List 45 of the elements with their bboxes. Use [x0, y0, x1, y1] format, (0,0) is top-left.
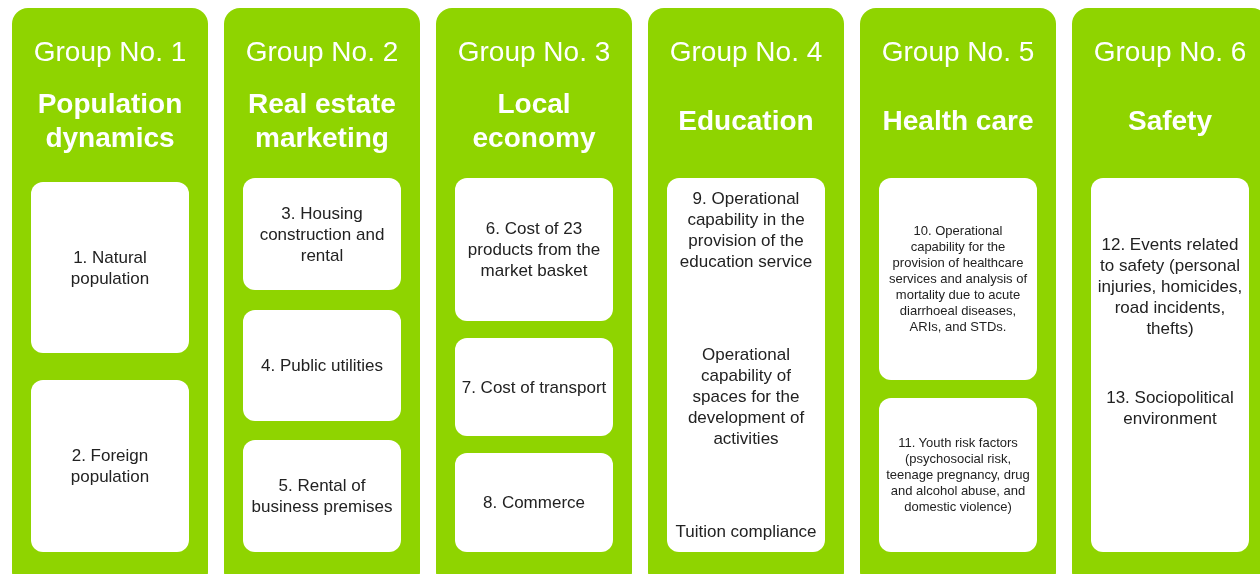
item-text: 2. Foreign population [69, 445, 151, 487]
item-card [243, 178, 401, 290]
item-text: 3. Housing construction and rental [258, 202, 386, 266]
item-card [243, 310, 401, 421]
group-panel [1072, 8, 1260, 574]
item-text: 12. Events related to safety (personal injuries, homicides, road incidents, thefts) [1097, 234, 1243, 339]
item-text: 11. Youth risk factors (psychosocial risk, teenage pregnancy, drug and alcohol abuse, and domestic violence) [885, 435, 1031, 515]
item-card [455, 338, 613, 436]
item-text: 8. Commerce [483, 492, 585, 513]
item-text: Tuition compliance [675, 521, 817, 542]
group-panel [12, 8, 208, 574]
item-text: 7. Cost of transport [461, 376, 607, 398]
item-card [243, 440, 401, 552]
group-number: Group No. 5 [880, 36, 1036, 68]
item-text: Operational capability of spaces for the development of activities [686, 344, 806, 449]
item-text: 13. Sociopolitical environment [1105, 387, 1235, 429]
item-text: 4. Public utilities [261, 355, 383, 376]
group-title: Real estate marketing [247, 87, 397, 155]
group-panel [860, 8, 1056, 574]
group-title: Safety [1126, 104, 1213, 138]
group-panel [436, 8, 632, 574]
item-text: 1. Natural population [69, 246, 151, 289]
item-text: 5. Rental of business premises [250, 475, 394, 517]
item-card [667, 178, 825, 552]
item-text: 6. Cost of 23 products from the market basket [466, 218, 602, 281]
group-number: Group No. 3 [456, 36, 612, 68]
group-title: Local economy [471, 87, 597, 155]
item-card [31, 182, 189, 353]
group-panel [224, 8, 420, 574]
item-card [1091, 178, 1249, 552]
group-number: Group No. 6 [1092, 36, 1248, 68]
group-title: Health care [881, 104, 1035, 138]
item-card [879, 178, 1037, 380]
item-text: 10. Operational capability for the provision of healthcare services and analysis of mortality due to acute diarrhoeal diseases, ARIs, and STDs. [888, 223, 1028, 335]
group-number: Group No. 1 [32, 36, 188, 68]
group-title: Education [677, 104, 815, 138]
item-text: 9. Operational capability in the provision of the education service [678, 188, 814, 272]
item-card [31, 380, 189, 552]
group-number: Group No. 4 [668, 36, 824, 68]
item-card [879, 398, 1037, 552]
group-title: Population dynamics [36, 87, 184, 155]
item-card [455, 453, 613, 552]
item-card [455, 178, 613, 321]
group-number: Group No. 2 [244, 36, 400, 68]
group-panel [648, 8, 844, 574]
